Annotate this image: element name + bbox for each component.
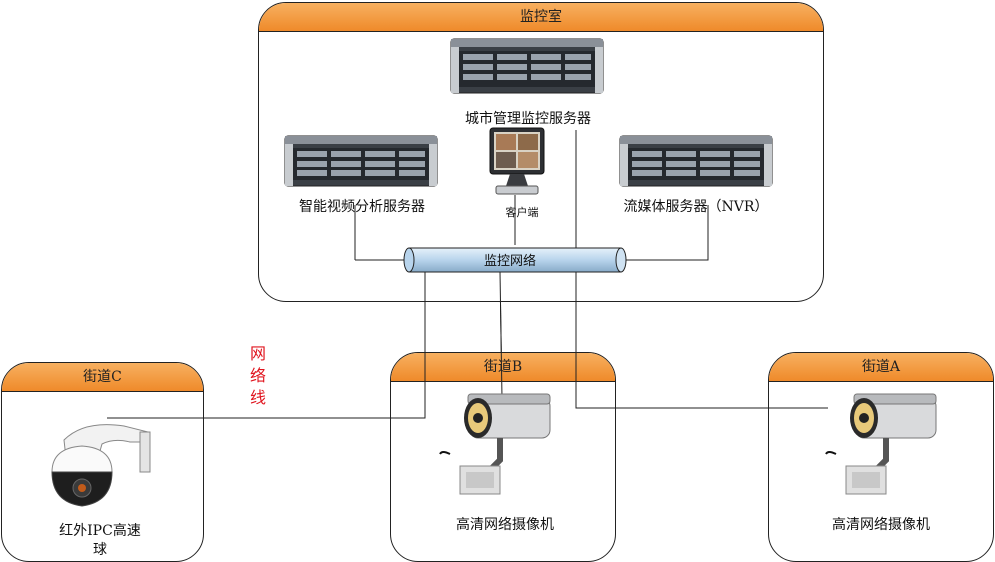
cable-char-1: 网 <box>249 344 266 363</box>
street-b-title: 街道B <box>391 353 615 382</box>
network-pipe <box>403 247 627 273</box>
cable-char-2: 络 <box>249 366 266 385</box>
city-server-icon <box>450 38 604 94</box>
street-a-title: 街道A <box>769 353 993 382</box>
bullet-camera-a-icon <box>825 393 937 495</box>
city-server-label: 城市管理监控服务器 <box>465 111 591 127</box>
media-server-label: 流媒体服务器（NVR） <box>623 199 769 215</box>
bullet-camera-b-icon <box>439 393 551 495</box>
client-monitor-icon <box>489 127 545 195</box>
video-server-label: 智能视频分析服务器 <box>299 199 425 215</box>
cable-label: 网 络 线 <box>248 343 268 409</box>
control-room-title: 监控室 <box>259 3 823 32</box>
dome-camera-label-2: 球 <box>93 542 107 558</box>
network-label: 监控网络 <box>484 254 537 269</box>
camera-b-label: 高清网络摄像机 <box>456 517 554 533</box>
video-server-icon <box>284 135 438 187</box>
dome-camera-icon <box>51 424 151 507</box>
cable-char-3: 线 <box>249 388 266 407</box>
camera-a-label: 高清网络摄像机 <box>832 517 930 533</box>
dome-camera-label-1: 红外IPC高速 <box>59 523 141 539</box>
media-server-icon <box>619 135 773 187</box>
street-c-title: 街道C <box>2 363 203 392</box>
client-label: 客户端 <box>505 206 539 219</box>
